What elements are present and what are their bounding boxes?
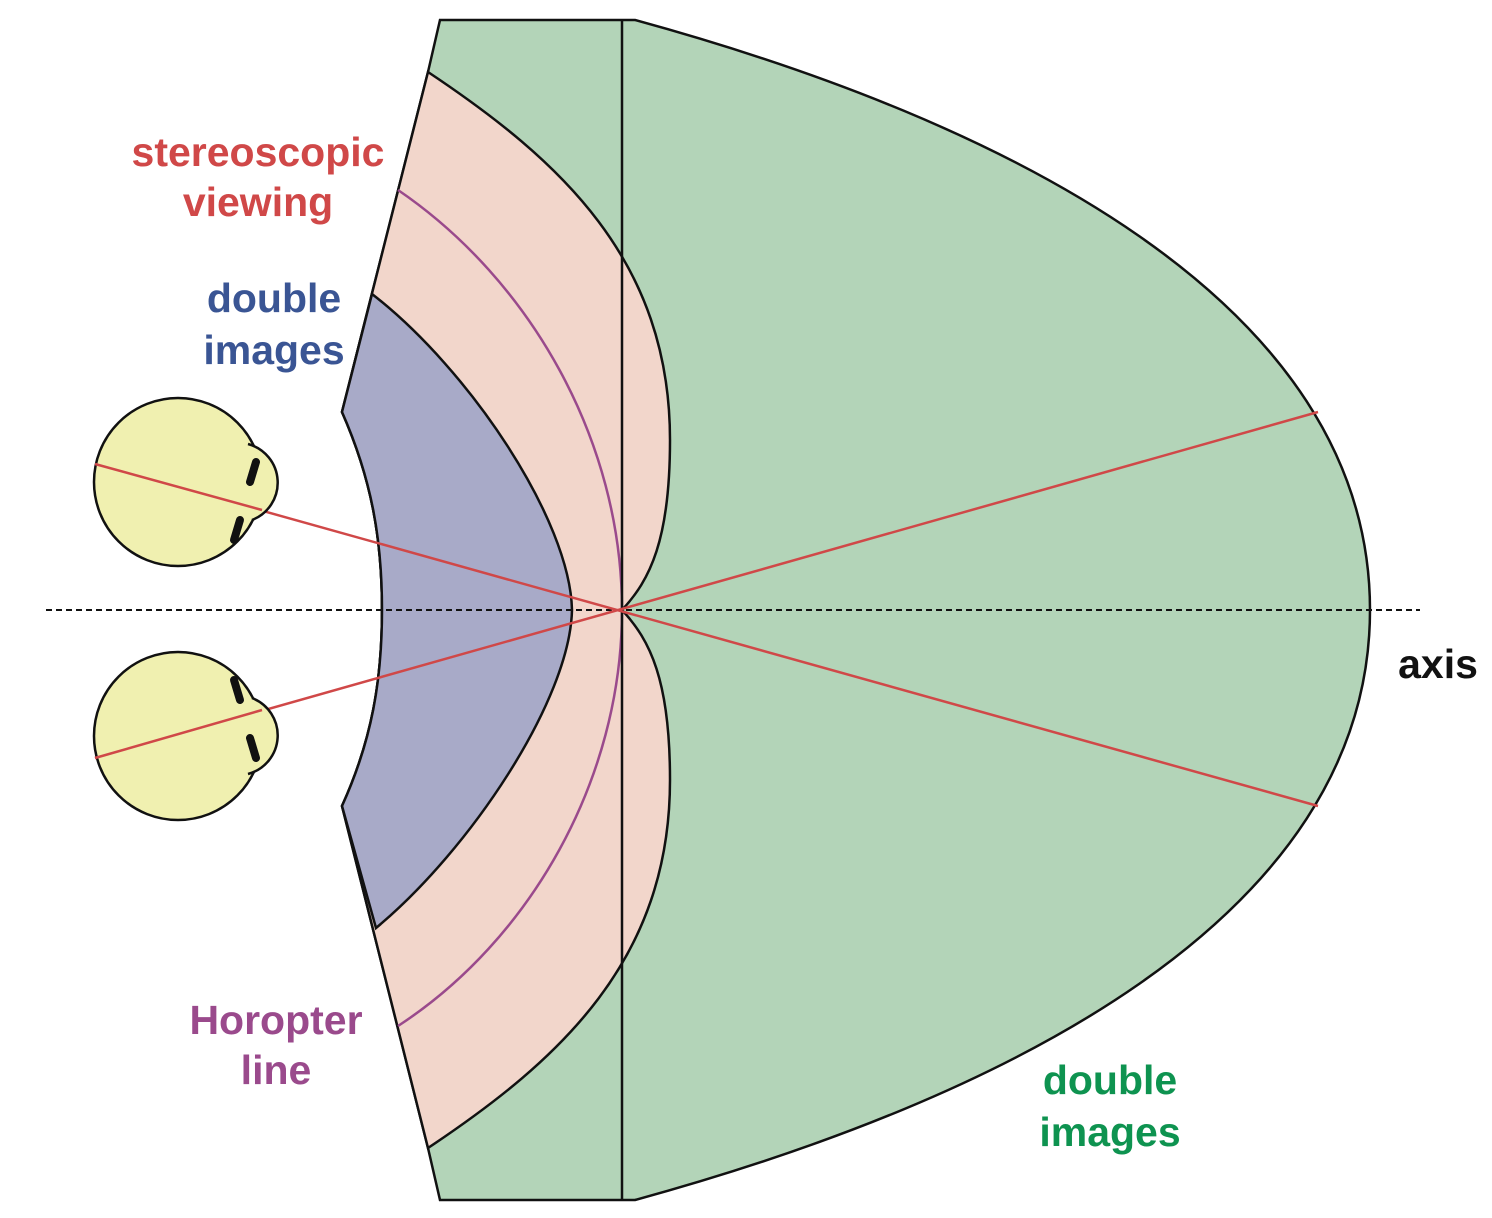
double-images-far-label-line1: double [1043,1057,1177,1103]
sight-line-lower-eye [94,410,1319,760]
horopter-label-line2: line [241,1047,312,1093]
double-images-far-label-line2: images [1039,1109,1180,1155]
stereoscopic-label-line1: stereoscopic [132,129,385,175]
stereoscopic-label-line2: viewing [183,179,333,225]
sight-line-upper-eye [94,462,1319,808]
axis-label: axis [1398,641,1478,687]
lower-eye-icon [92,650,279,822]
double-images-near-label-line2: images [203,327,344,373]
upper-eye-icon [92,396,279,568]
horopter-label-line1: Horopter [189,997,362,1043]
double-images-near-label-line1: double [207,275,341,321]
